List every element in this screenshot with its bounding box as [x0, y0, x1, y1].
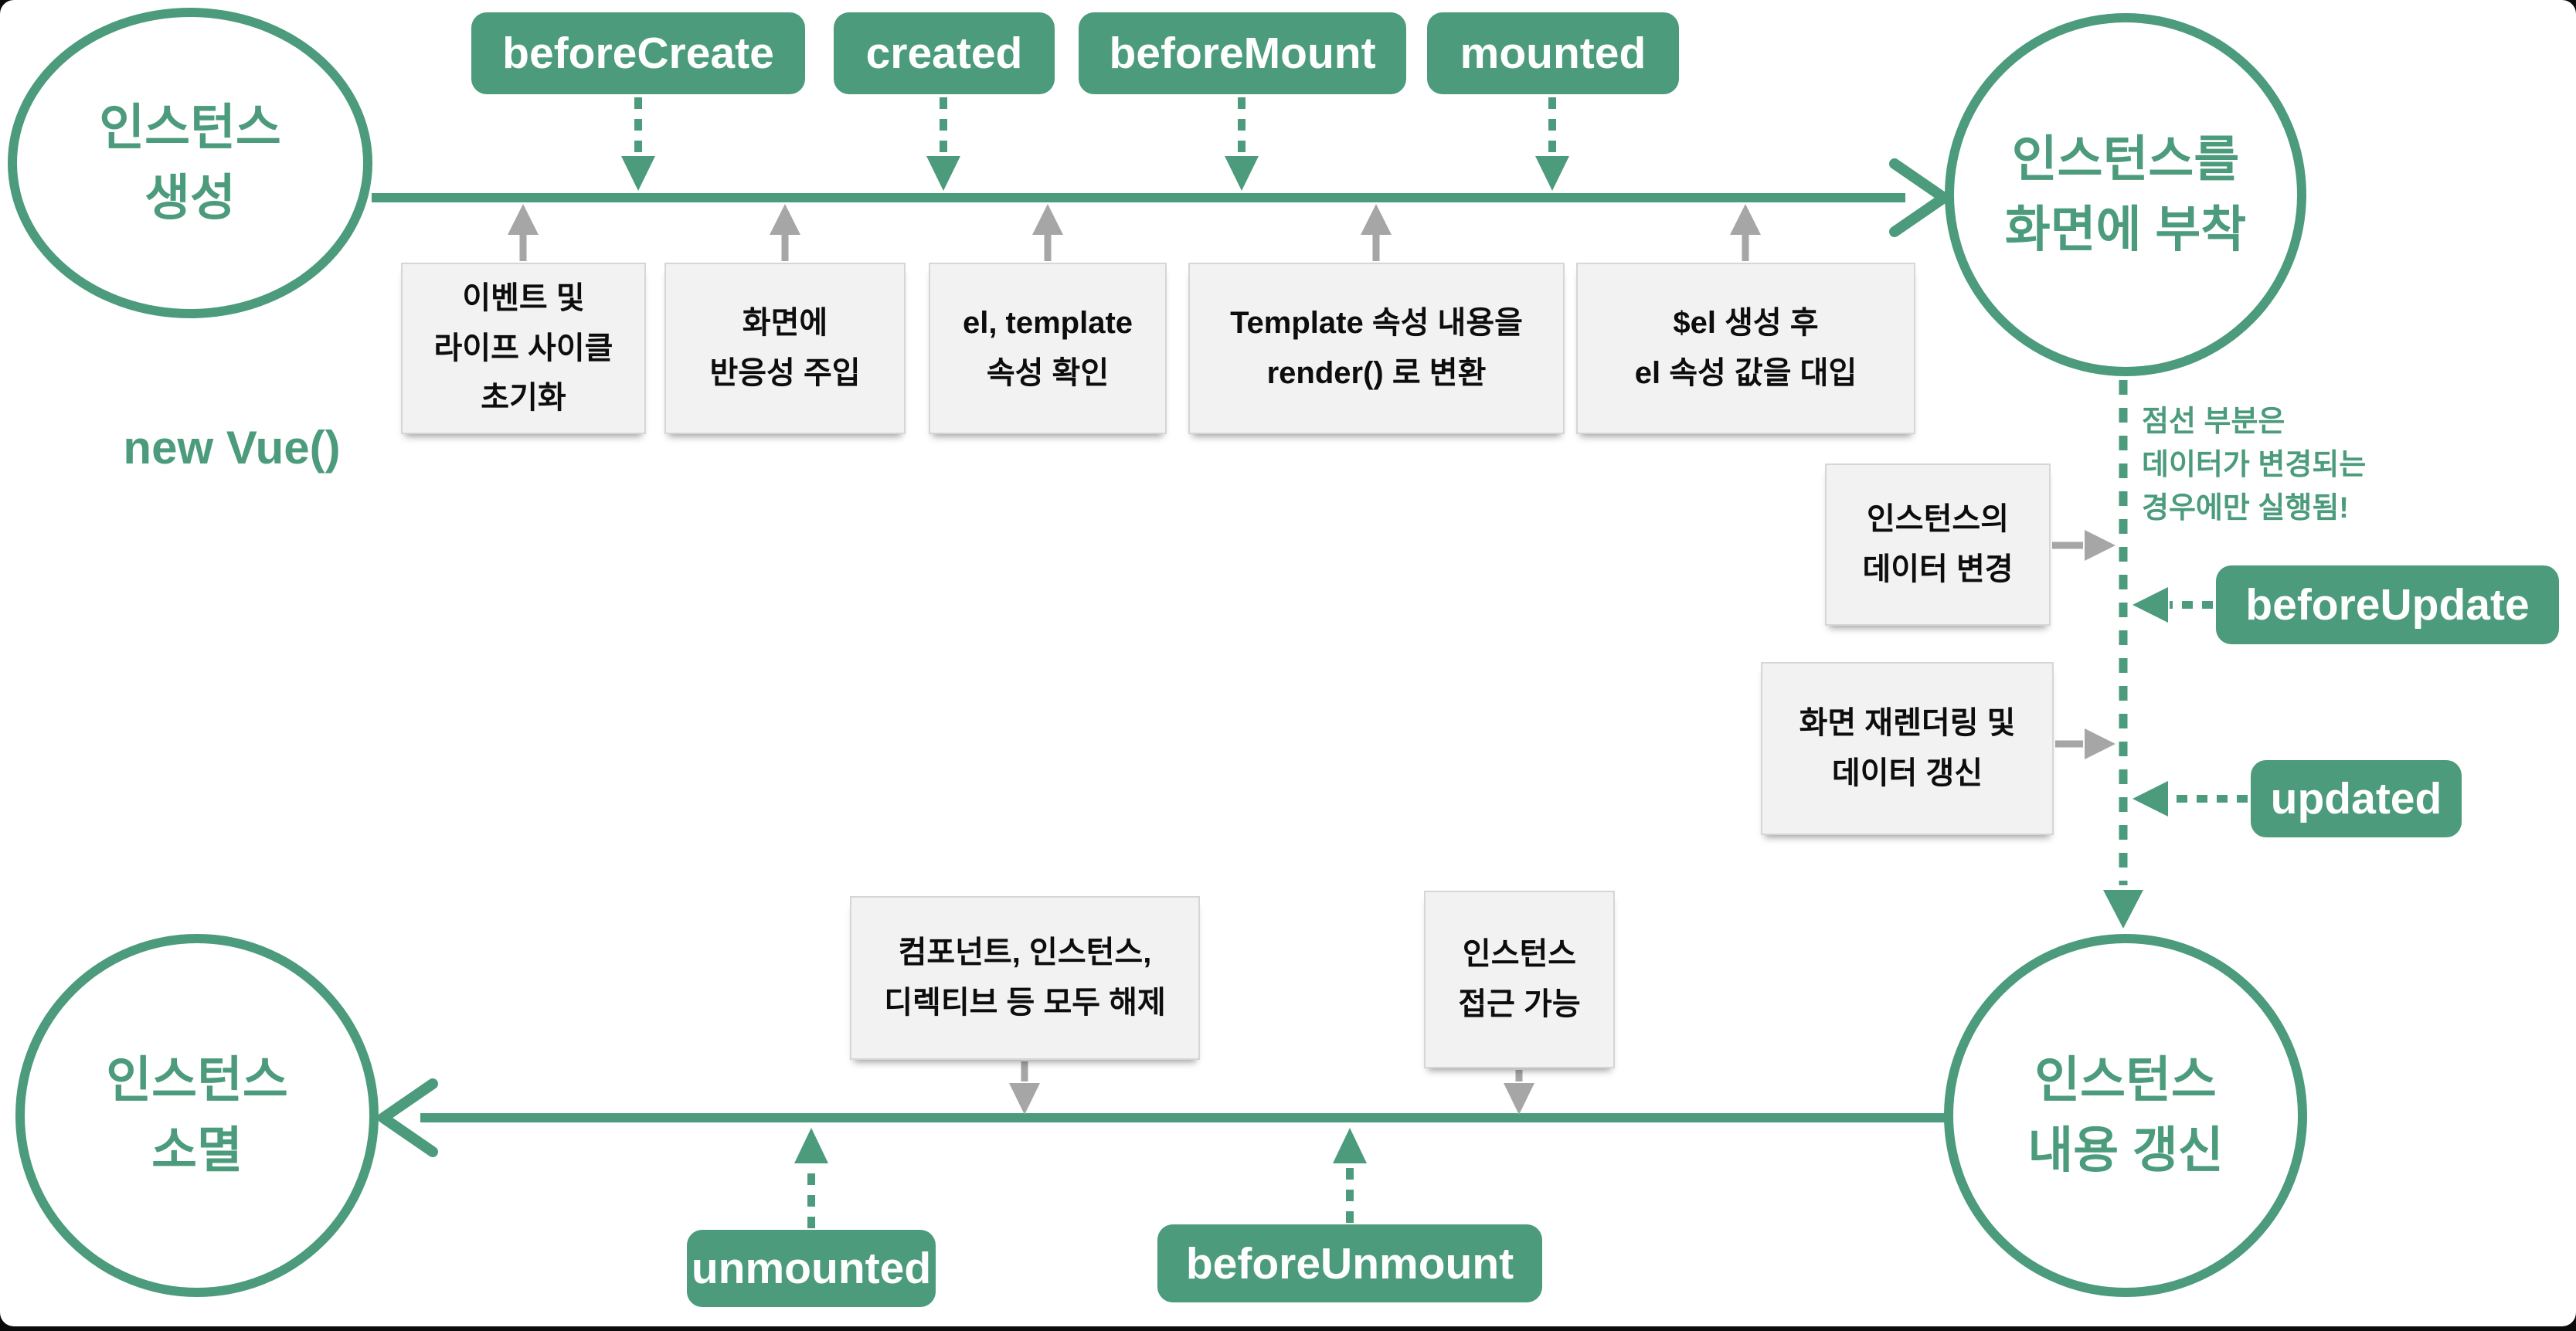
arrow-unmounted — [794, 1128, 828, 1228]
dashed-path-note: 점선 부분은 데이터가 변경되는 경우에만 실행됨! — [2142, 406, 2367, 525]
step-teardown-all: 컴포넌트, 인스턴스, 디렉티브 등 모두 해제 — [850, 896, 1200, 1060]
step-rerender: 화면 재렌더링 및 데이터 갱신 — [1761, 662, 2054, 835]
arrow-beforeUnmount — [1333, 1128, 1367, 1223]
arrow-step-init-events — [508, 204, 539, 261]
timeline-create-to-mount — [372, 158, 1949, 237]
step-instance-access: 인스턴스 접근 가능 — [1424, 891, 1615, 1068]
arrow-step-check-el-template — [1032, 204, 1063, 261]
hook-beforeUnmount: beforeUnmount — [1157, 1224, 1542, 1302]
arrow-step-teardown-all — [1009, 1061, 1040, 1115]
circle-instance-destroy: 인스턴스 소멸 — [15, 934, 379, 1297]
step-render-template: Template 속성 내용을 render() 로 변환 — [1188, 263, 1565, 434]
timeline-update-to-destroy — [378, 1078, 1946, 1157]
arrow-mounted — [1535, 97, 1569, 191]
hook-unmounted: unmounted — [687, 1230, 936, 1307]
hook-updated: updated — [2251, 760, 2462, 837]
arrow-step-assign-el — [1730, 204, 1761, 261]
arrow-beforeUpdate — [2133, 587, 2213, 623]
arrow-step-instance-access — [1504, 1070, 1534, 1115]
arrow-created — [926, 97, 960, 191]
step-assign-el: $el 생성 후 el 속성 값을 대입 — [1576, 263, 1915, 434]
circle-instance-create: 인스턴스 생성 — [8, 8, 372, 318]
arrow-step-render-template — [1361, 204, 1392, 261]
dashed-update-arrowhead — [2103, 890, 2143, 929]
dashed-update-path — [2103, 380, 2143, 929]
arrow-step-data-change — [2052, 530, 2116, 561]
hook-beforeCreate: beforeCreate — [471, 12, 805, 94]
new-vue-label: new Vue() — [123, 422, 341, 474]
step-check-el-template: el, template 속성 확인 — [929, 263, 1167, 434]
hook-beforeMount: beforeMount — [1079, 12, 1406, 94]
step-data-change: 인스턴스의 데이터 변경 — [1825, 463, 2051, 626]
timeline-left-arrowhead — [378, 1078, 438, 1157]
step-init-events: 이벤트 및 라이프 사이클 초기화 — [401, 263, 646, 434]
circle-instance-mount: 인스턴스를 화면에 부착 — [1945, 13, 2306, 376]
hook-mounted: mounted — [1427, 12, 1679, 94]
circle-instance-update: 인스턴스 내용 갱신 — [1944, 934, 2307, 1297]
arrow-beforeCreate — [621, 97, 655, 191]
hook-created: created — [834, 12, 1055, 94]
arrow-step-inject-reactivity — [770, 204, 800, 261]
timeline-right-arrowhead — [1889, 158, 1949, 237]
arrow-beforeMount — [1225, 97, 1259, 191]
arrow-step-rerender — [2055, 728, 2116, 759]
arrow-updated — [2133, 781, 2248, 817]
hook-beforeUpdate: beforeUpdate — [2216, 565, 2559, 644]
step-inject-reactivity: 화면에 반응성 주입 — [664, 263, 906, 434]
